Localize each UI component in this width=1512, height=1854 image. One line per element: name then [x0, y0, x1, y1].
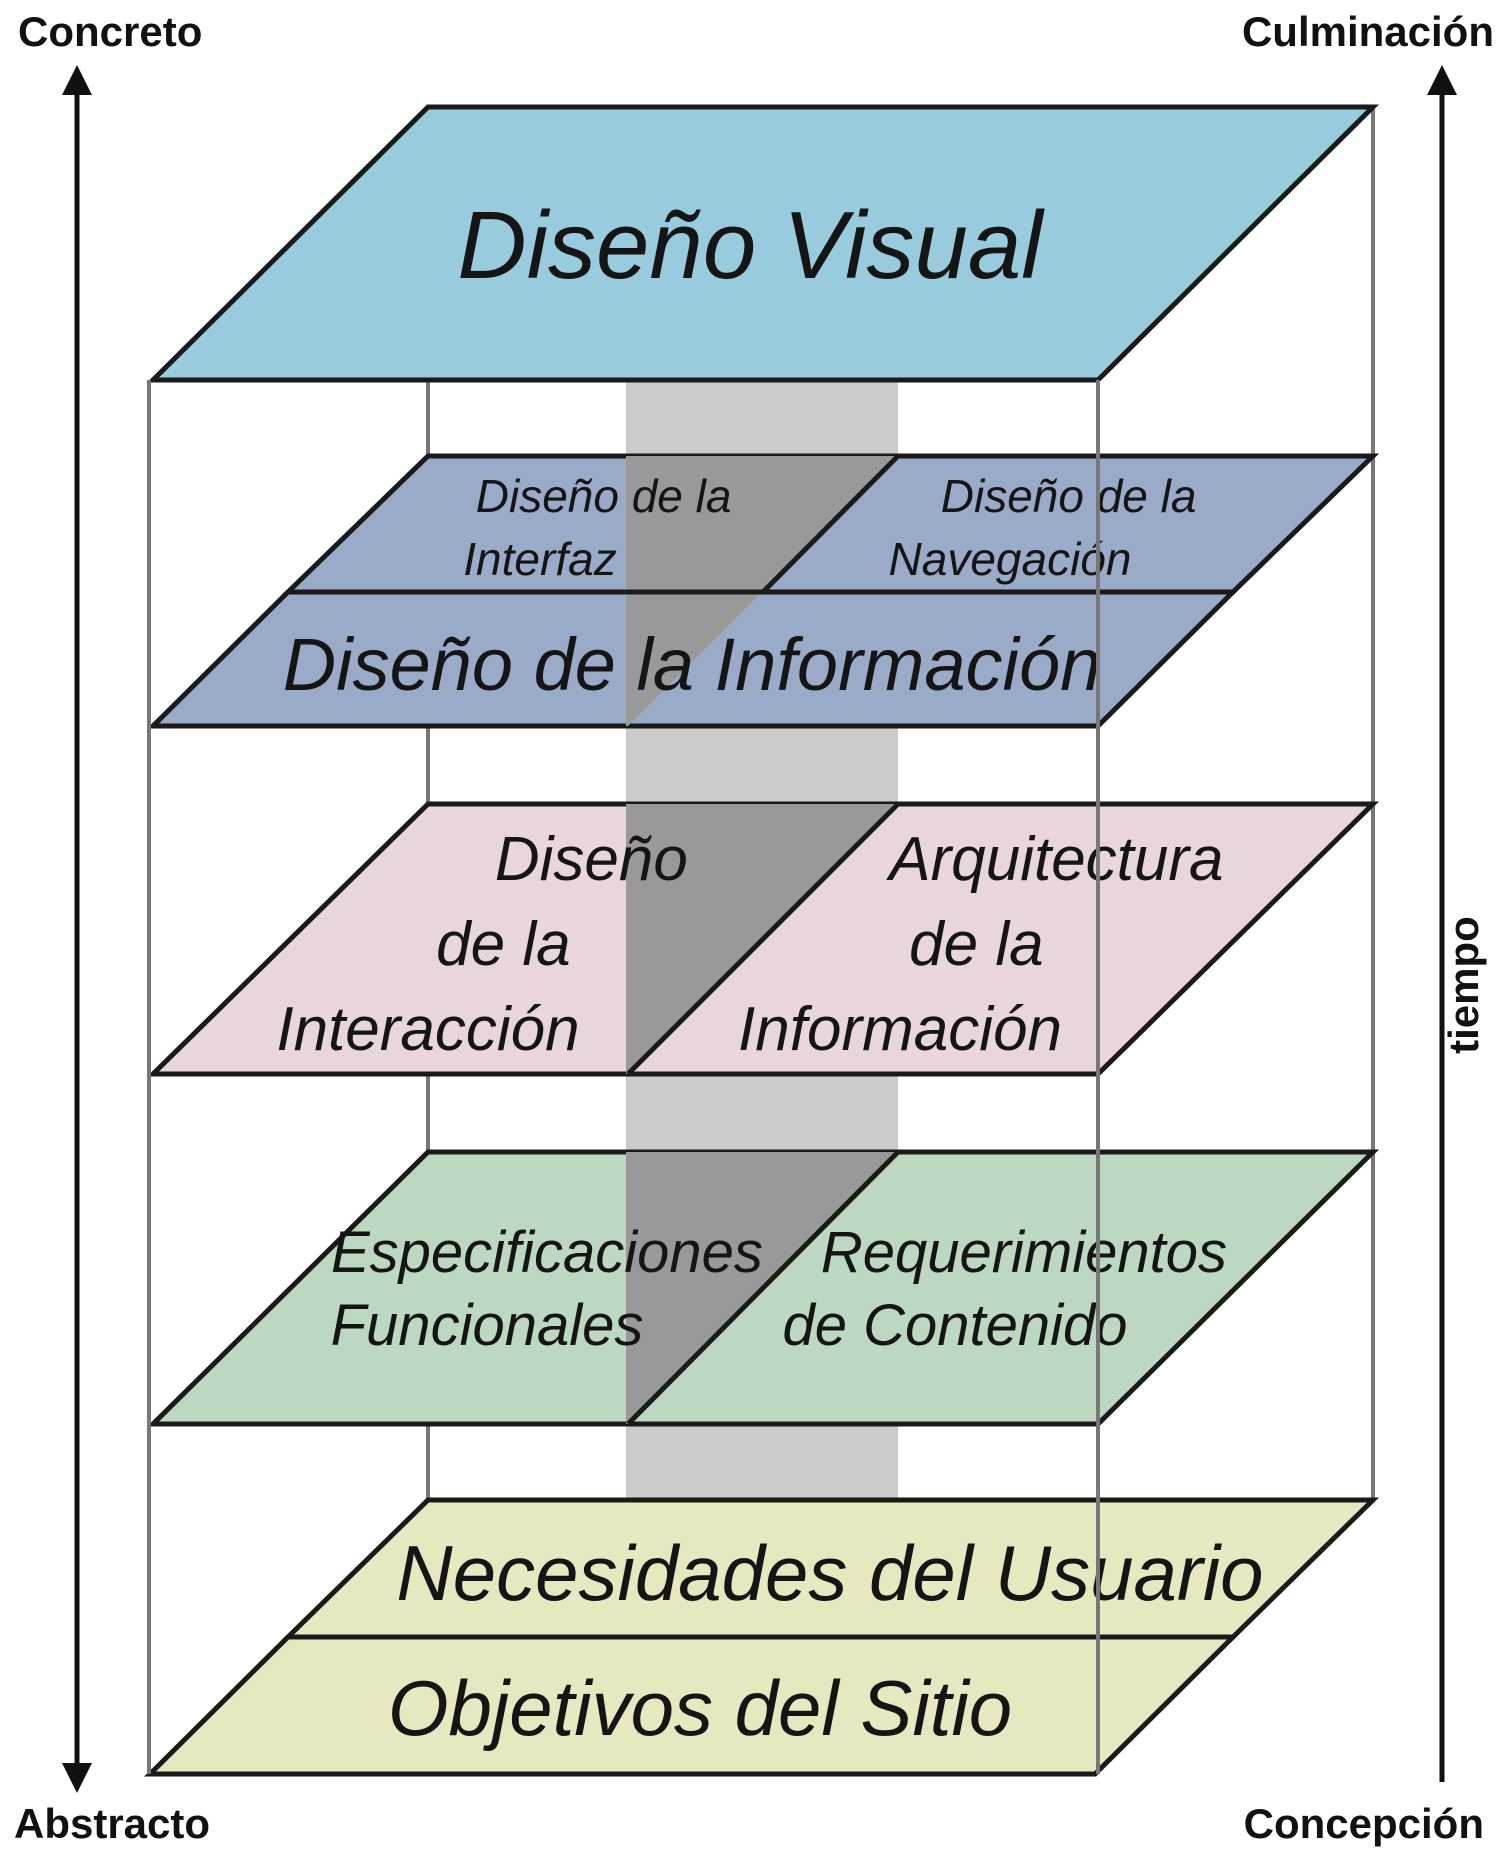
- label-culminacion: Culminación: [1242, 8, 1494, 55]
- plane-interaction: Diseño de la Interacción Arquitectura de…: [146, 801, 1380, 1077]
- plane-label-informacion: Diseño de la Información: [283, 623, 1102, 706]
- plane-label-visual: Diseño Visual: [457, 192, 1045, 299]
- plane-label-objetivos: Objetivos del Sitio: [388, 1664, 1012, 1752]
- plane-strategy: Necesidades del Usuario Objetivos del Si…: [143, 1497, 1380, 1777]
- plane-visual: Diseño Visual: [146, 104, 1380, 383]
- plane-information: Diseño de la Interfaz Diseño de la Naveg…: [146, 453, 1380, 729]
- label-abstracto: Abstracto: [14, 1800, 210, 1847]
- plane-label-necesidades: Necesidades del Usuario: [396, 1529, 1263, 1617]
- plane-requirements: Especificaciones Funcionales Requerimien…: [146, 1149, 1380, 1427]
- plane-label-arquitectura: Arquitectura de la Información: [738, 825, 1241, 1064]
- label-concepcion: Concepción: [1244, 1800, 1484, 1847]
- label-tiempo: tiempo: [1440, 916, 1487, 1054]
- interaction-split-line: [626, 802, 900, 1076]
- plane-label-interaccion: Diseño de la Interacción: [276, 825, 705, 1064]
- plane-label-especificaciones: Especificaciones Funcionales: [331, 1220, 779, 1358]
- label-concreto: Concreto: [18, 8, 202, 55]
- left-axis: Concreto Abstracto: [14, 8, 210, 1847]
- plane-label-interfaz: Diseño de la Interfaz: [463, 470, 744, 585]
- right-axis: Culminación Concepción tiempo: [1242, 8, 1494, 1847]
- plane-label-requerimientos: Requerimientos de Contenido: [782, 1220, 1243, 1358]
- frame-front: [147, 380, 1100, 1774]
- plane-label-navegacion: Diseño de la Navegación: [889, 470, 1210, 585]
- information-split-line: [761, 454, 900, 594]
- plane-objetivos: [143, 1634, 1240, 1777]
- requirements-split-line: [626, 1150, 900, 1426]
